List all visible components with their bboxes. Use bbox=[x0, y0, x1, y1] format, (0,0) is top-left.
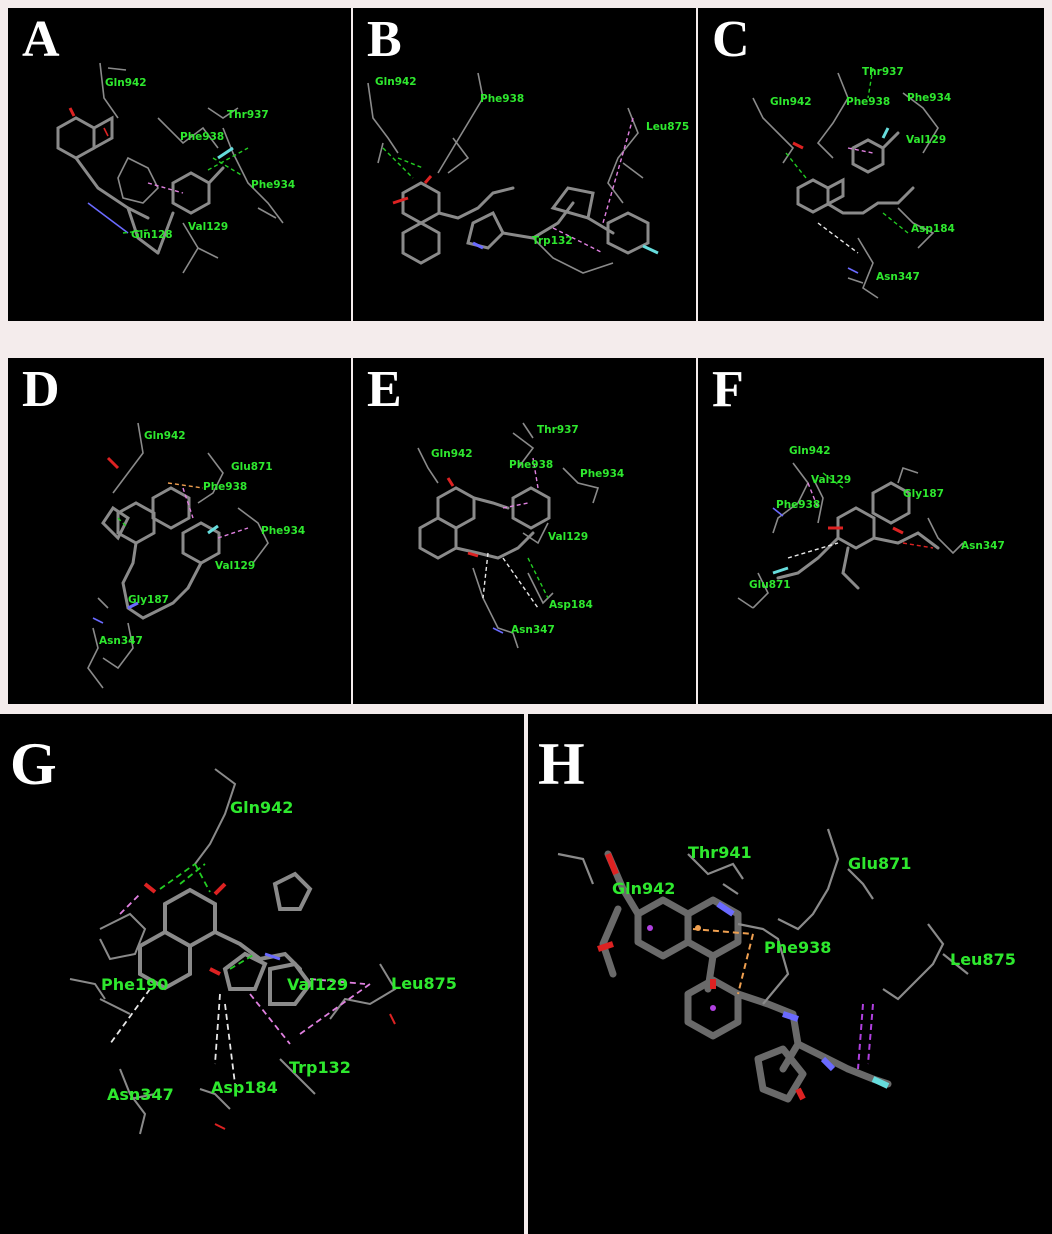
residue-label: Val129 bbox=[906, 134, 947, 146]
residue-label: Phe190 bbox=[101, 975, 169, 994]
panel-h: H Thr941 Glu871 Gln942 Phe938 Leu875 bbox=[528, 714, 1052, 1234]
panel-f: F Gln942 Val129 Gly187 Phe938 Asn347 Glu… bbox=[698, 358, 1044, 704]
residue-label: Asp184 bbox=[211, 1078, 278, 1097]
residue-label: Glu871 bbox=[749, 579, 791, 591]
residue-label: Val129 bbox=[811, 474, 852, 486]
residue-label: Thr937 bbox=[862, 66, 904, 78]
residue-label: Val129 bbox=[548, 531, 589, 543]
panel-e-letter: E bbox=[367, 361, 402, 418]
residue-label: Gln942 bbox=[230, 798, 294, 817]
residue-label: Glu871 bbox=[848, 854, 912, 873]
residue-label: Phe934 bbox=[251, 179, 296, 191]
residue-label: Asn347 bbox=[876, 271, 920, 283]
residue-label: Gln128 bbox=[131, 229, 173, 241]
residue-label: Leu875 bbox=[646, 121, 690, 133]
residue-label: Phe938 bbox=[776, 499, 821, 511]
panel-a-letter: A bbox=[22, 11, 60, 68]
residue-label: Phe938 bbox=[846, 96, 891, 108]
panel-h-letter: H bbox=[538, 731, 585, 797]
residue-label: Trp132 bbox=[532, 235, 573, 247]
residue-label: Gln942 bbox=[770, 96, 812, 108]
residue-label: Val129 bbox=[287, 975, 349, 994]
residue-label: Gln942 bbox=[144, 430, 186, 442]
panel-g: G Gln942 Phe190 Val129 Leu875 Trp132 Asn… bbox=[0, 714, 524, 1234]
residue-label: Thr937 bbox=[227, 109, 269, 121]
residue-label: Phe938 bbox=[509, 459, 554, 471]
panel-b: B Gln942 Phe938 Leu875 Trp132 bbox=[353, 8, 696, 321]
residue-label: Asn347 bbox=[107, 1085, 174, 1104]
residue-label: Gly187 bbox=[903, 488, 944, 500]
panel-b-letter: B bbox=[367, 11, 402, 68]
residue-label: Phe934 bbox=[261, 525, 306, 537]
panel-h-structure bbox=[557, 828, 969, 1103]
residue-label: Phe938 bbox=[180, 131, 225, 143]
residue-label: Glu871 bbox=[231, 461, 273, 473]
panel-a: A Gln942 Phe938 Thr937 Phe934 Val129 Gln… bbox=[8, 8, 351, 321]
panel-d-structure bbox=[87, 422, 269, 689]
panel-e-structure bbox=[417, 422, 600, 649]
residue-label: Gln942 bbox=[612, 879, 676, 898]
residue-label: Asn347 bbox=[961, 540, 1005, 552]
panel-e: E Thr937 Gln942 Phe938 Phe934 Val129 Asp… bbox=[353, 358, 696, 704]
panel-c-letter: C bbox=[712, 11, 750, 68]
residue-label: Thr941 bbox=[688, 843, 752, 862]
panel-f-letter: F bbox=[712, 361, 744, 418]
panel-a-structure bbox=[56, 62, 284, 274]
panel-g-letter: G bbox=[10, 731, 57, 797]
residue-label: Gln942 bbox=[105, 77, 147, 89]
residue-label: Phe934 bbox=[907, 92, 952, 104]
residue-label: Gln942 bbox=[431, 448, 473, 460]
residue-label: Asp184 bbox=[911, 223, 955, 235]
residue-label: Gly187 bbox=[128, 594, 169, 606]
panel-b-structure bbox=[367, 72, 659, 274]
residue-label: Phe934 bbox=[580, 468, 625, 480]
residue-label: Gln942 bbox=[789, 445, 831, 457]
panel-f-structure bbox=[737, 462, 964, 609]
residue-label: Phe938 bbox=[764, 938, 832, 957]
residue-label: Leu875 bbox=[391, 974, 457, 993]
residue-label: Trp132 bbox=[289, 1058, 351, 1077]
residue-label: Val129 bbox=[215, 560, 256, 572]
residue-label: Asn347 bbox=[511, 624, 555, 636]
panel-c-structure bbox=[752, 67, 939, 299]
residue-label: Thr937 bbox=[537, 424, 579, 436]
panel-d: D Gln942 Glu871 Phe938 Phe934 Val129 Gly… bbox=[8, 358, 351, 704]
residue-label: Gln942 bbox=[375, 76, 417, 88]
residue-label: Asn347 bbox=[99, 635, 143, 647]
panel-d-letter: D bbox=[22, 361, 60, 418]
panel-g-structure bbox=[69, 768, 397, 1135]
residue-label: Val129 bbox=[188, 221, 229, 233]
residue-label: Phe938 bbox=[480, 93, 525, 105]
residue-label: Asp184 bbox=[549, 599, 593, 611]
residue-label: Leu875 bbox=[950, 950, 1016, 969]
residue-label: Phe938 bbox=[203, 481, 248, 493]
panel-c: C Thr937 Gln942 Phe938 Phe934 Val129 Asp… bbox=[698, 8, 1044, 321]
